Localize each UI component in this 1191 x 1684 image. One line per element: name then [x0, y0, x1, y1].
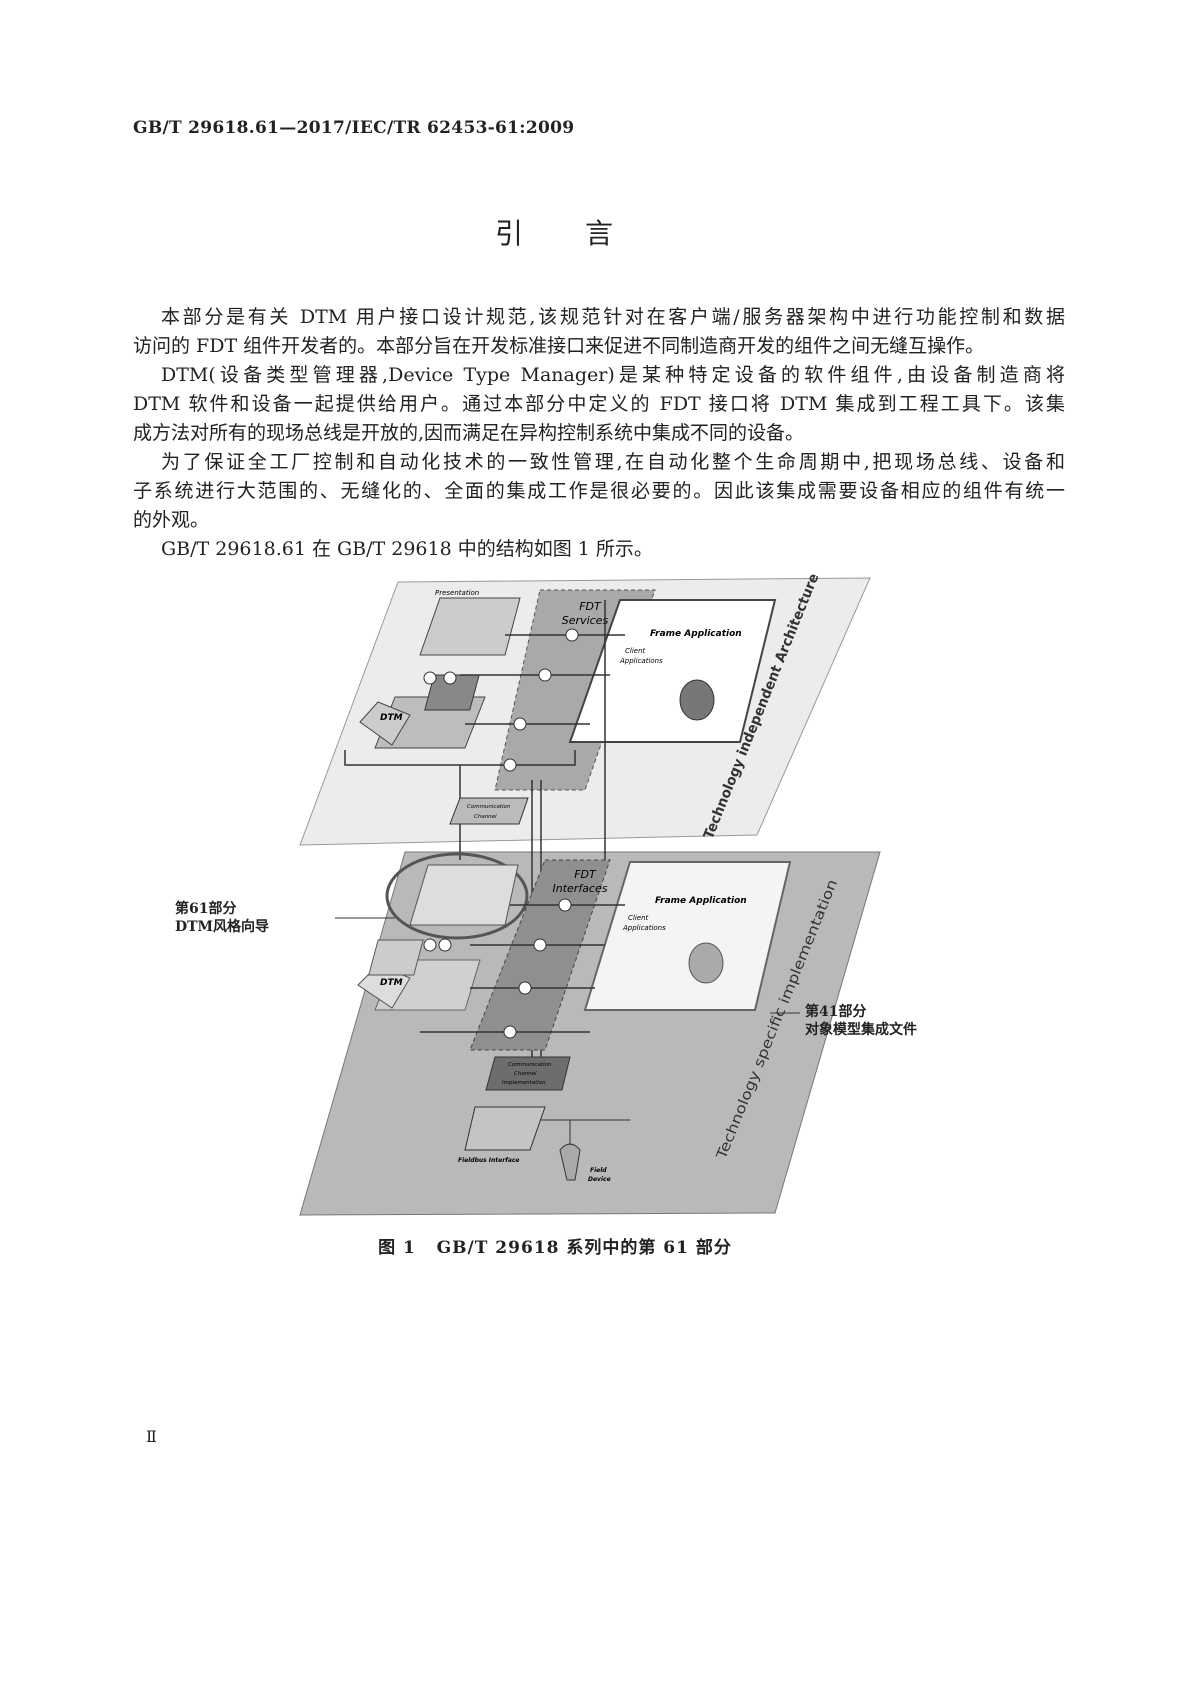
paragraph-line: DTM 软件和设备一起提供给用户。通过本部分中定义的 FDT 接口将 DTM 集… [133, 393, 1065, 415]
fdt-interfaces-label: Interfaces [553, 882, 608, 895]
callout-text: 第41部分 [805, 1004, 867, 1020]
paragraph-line: 子系统进行大范围的、无缝化的、全面的集成工作是很必要的。因此该集成需要设备相应的… [133, 480, 1065, 502]
callout-text: DTM风格向导 [175, 919, 270, 935]
callout-label-part61: 第61部分 DTM风格向导 [175, 900, 269, 936]
section-title: 引言 [0, 212, 1110, 252]
client-application-windows [368, 939, 424, 976]
callout-text: 对象模型集成文件 [805, 1022, 917, 1038]
fdt-interfaces-label: FDT [574, 868, 597, 881]
paragraph-line: 访问的 FDT 组件开发者的。本部分旨在开发标准接口来促进不同制造商开发的组件之… [133, 335, 985, 357]
presentation-window [419, 597, 521, 656]
client-applications-label: Client [625, 647, 646, 655]
paragraph-line: 为了保证全工厂控制和自动化技术的一致性管理,在自动化整个生命周期中,把现场总线、… [161, 451, 1065, 473]
communication-channel-label: Implementation [502, 1080, 546, 1086]
communication-channel-upper [449, 797, 529, 825]
paragraph-line: GB/T 29618.61 在 GB/T 29618 中的结构如图 1 所示。 [161, 538, 653, 560]
field-device-icon [559, 1120, 581, 1181]
page-number: Ⅱ [146, 1427, 157, 1446]
callout-ellipse [385, 852, 529, 940]
paragraph-line: 本部分是有关 DTM 用户接口设计规范,该规范针对在客户端/服务器架构中进行功能… [161, 306, 1065, 328]
fdt-interfaces-band [469, 859, 611, 1051]
communication-channel-label: Communication [467, 804, 511, 810]
client-application-windows [424, 674, 480, 711]
client-applications-label: Applications [619, 657, 663, 665]
paragraph-line: DTM(设备类型管理器,Device Type Manager)是某种特定设备的… [161, 364, 1065, 386]
database-icon [688, 942, 724, 984]
title-char: 引 [494, 217, 525, 250]
fieldbus-interface-label: Fieldbus Interface [458, 1157, 520, 1164]
communication-channel-label: Channel [474, 814, 497, 820]
client-applications-label: Client [628, 914, 649, 922]
paragraph-line: 的外观。 [133, 509, 210, 531]
communication-channel-label: Channel [514, 1071, 537, 1077]
callout-text: 第61部分 [175, 901, 237, 917]
figure-caption: 图 1 GB/T 29618 系列中的第 61 部分 [378, 1238, 732, 1258]
communication-channel-label: Communication [508, 1062, 552, 1068]
body-text: 本部分是有关 DTM 用户接口设计规范,该规范针对在客户端/服务器架构中进行功能… [133, 303, 1065, 564]
dtm-icon-upper [359, 701, 411, 746]
frame-application-label: Frame Application [655, 896, 747, 906]
client-applications-label: Applications [622, 924, 666, 932]
presentation-window-lower [409, 864, 519, 926]
field-device-label: Field [590, 1167, 607, 1174]
database-icon [679, 679, 715, 721]
interface-circles [423, 898, 572, 1039]
frame-application-label: Frame Application [650, 629, 742, 639]
interface-circles [423, 628, 579, 772]
paragraph-line: 成方法对所有的现场总线是开放的,因而满足在异构控制系统中集成不同的设备。 [133, 422, 805, 444]
figure-1-diagram: FDT Services Presentation DTM Frame Appl… [299, 571, 881, 1216]
callout-label-part41: 第41部分 对象模型集成文件 [805, 1003, 917, 1039]
document-header: GB/T 29618.61—2017/IEC/TR 62453-61:2009 [133, 118, 575, 138]
field-device-label: Device [588, 1176, 611, 1183]
title-char: 言 [585, 217, 616, 250]
fdt-services-label: Services [562, 614, 609, 627]
communication-channel-implementation [485, 1056, 571, 1091]
fieldbus-interface-card [464, 1106, 546, 1151]
fdt-services-label: FDT [579, 600, 602, 613]
dtm-label: DTM [380, 713, 403, 723]
dtm-label: DTM [380, 978, 403, 988]
presentation-label: Presentation [435, 589, 479, 597]
frame-application-lower [583, 861, 792, 1011]
